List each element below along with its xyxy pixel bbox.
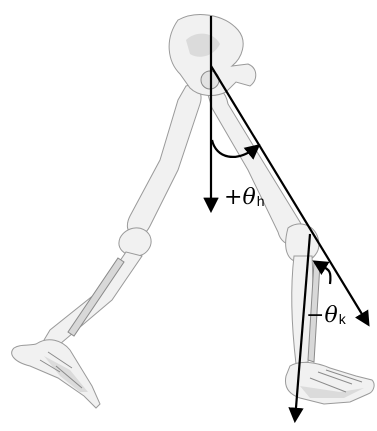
rear-knee: [119, 228, 151, 256]
knee-angle-subscript: k: [339, 311, 347, 327]
pelvis: [169, 15, 256, 96]
front-leg: [206, 86, 374, 404]
rear-fibula: [68, 258, 124, 336]
rear-femur: [127, 85, 201, 236]
rear-leg: [12, 85, 201, 408]
rear-foot: [12, 340, 100, 408]
hip-angle-symbol: θ: [242, 185, 255, 210]
front-femur: [206, 86, 303, 244]
knee-angle-sign: −: [306, 303, 324, 328]
hip-angle-subscript: h: [257, 193, 265, 209]
knee-angle-label: −θk: [306, 303, 347, 328]
hip-angle-sign: +: [224, 185, 242, 210]
knee-angle-symbol: θ: [324, 303, 337, 328]
